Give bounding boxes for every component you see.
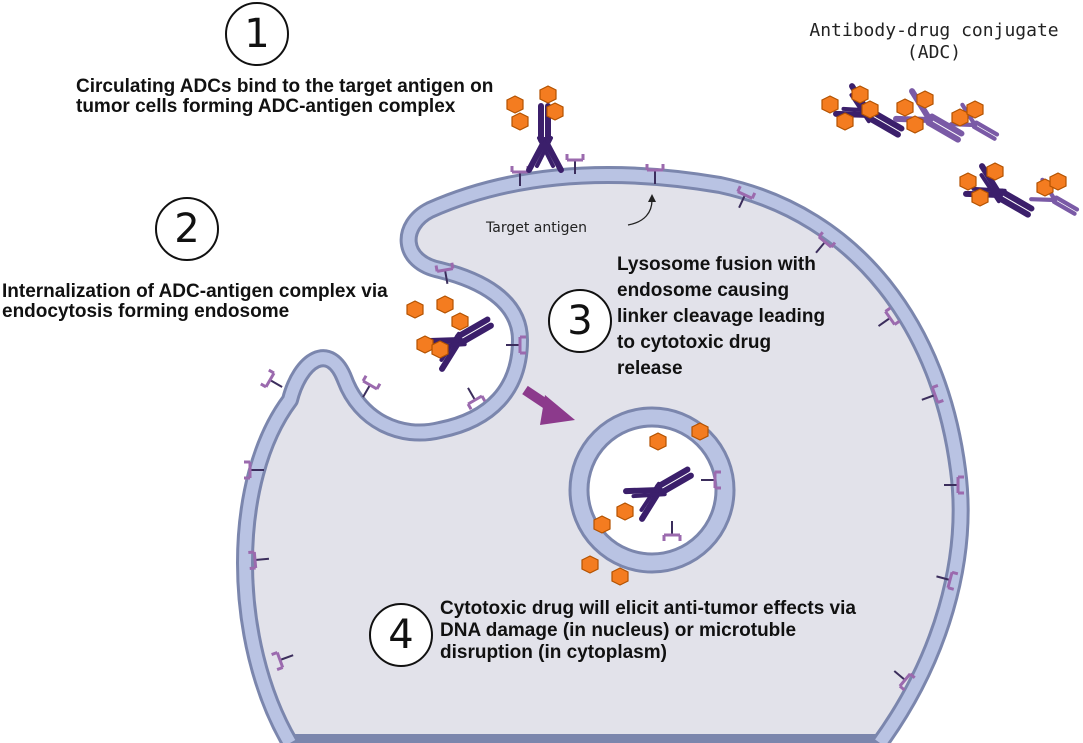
step-2-text: Internalization of ADC-antigen complex v… <box>2 281 388 322</box>
adc-title-line2: (ADC) <box>906 42 962 63</box>
adc-title: Antibody-drug conjugate (ADC) <box>784 20 1083 64</box>
fusion-arrow <box>522 385 575 425</box>
target-antigen-label: Target antigen <box>486 220 587 236</box>
adc-internalizing <box>406 295 497 369</box>
target-antigen-pointer <box>627 199 653 226</box>
step-1-text: Circulating ADCs bind to the target anti… <box>76 76 494 117</box>
adc-title-line1: Antibody-drug conjugate <box>809 20 1059 41</box>
step-1-number: 1 <box>225 2 289 66</box>
step-4-number: 4 <box>369 603 433 667</box>
adc-bound-surface <box>506 85 563 170</box>
target-antigen-arrowhead <box>648 194 656 202</box>
step-2-number: 2 <box>155 197 219 261</box>
step-4-text: Cytotoxic drug will elicit anti-tumor ef… <box>440 598 856 663</box>
step-3-number: 3 <box>548 289 612 353</box>
step-3-text: Lysosome fusion with endosome causing li… <box>617 254 826 379</box>
free-adcs <box>821 86 1081 226</box>
